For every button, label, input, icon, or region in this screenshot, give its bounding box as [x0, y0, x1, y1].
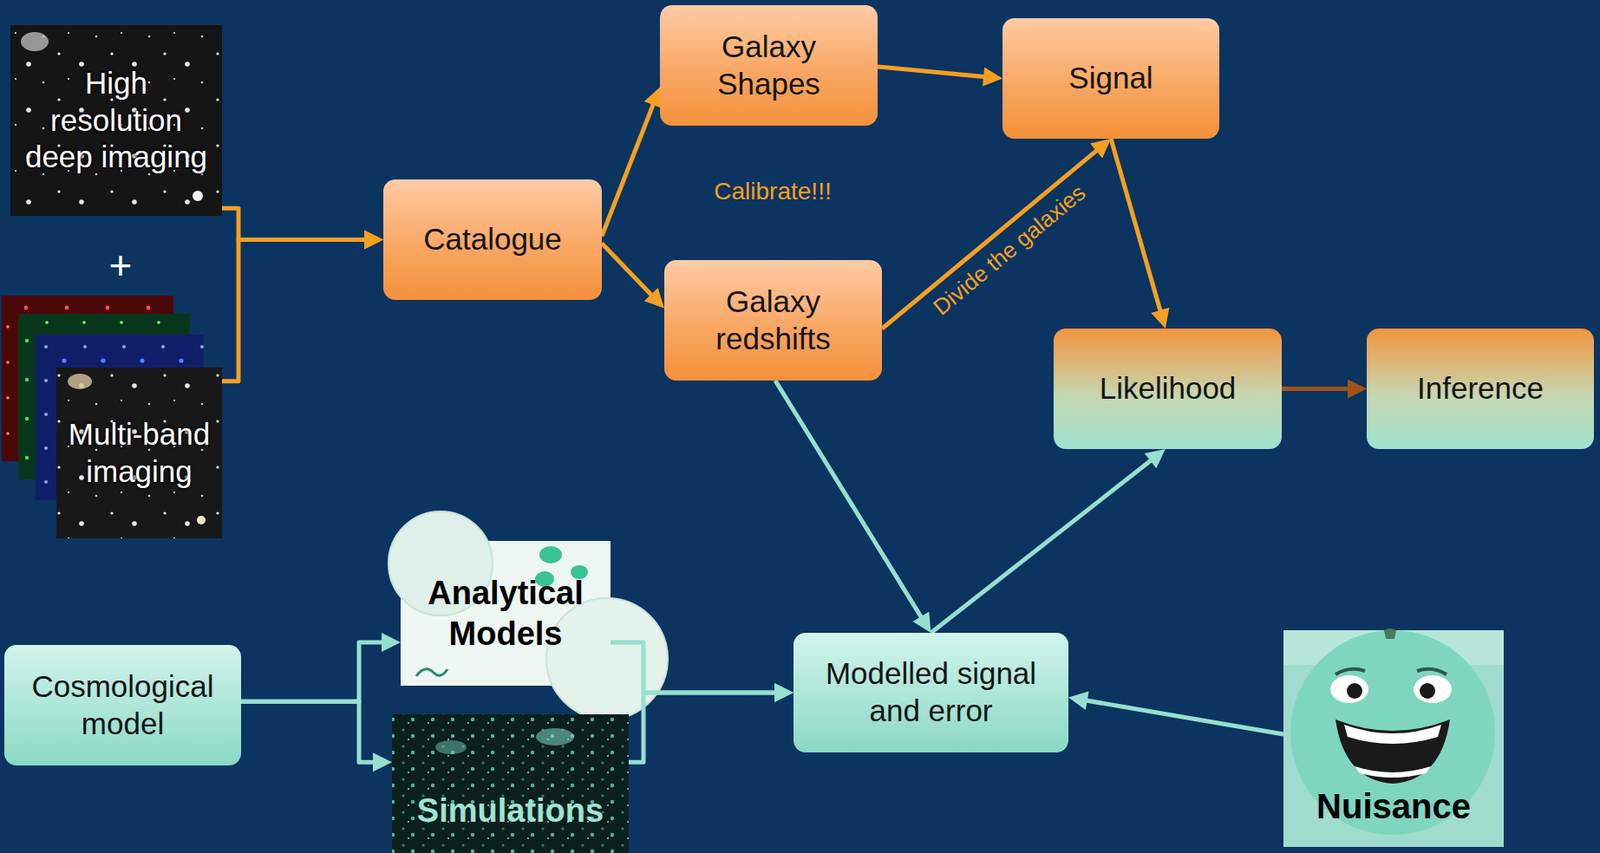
model-box: Cosmological model	[4, 645, 242, 766]
teeth	[1354, 766, 1431, 778]
arrow-head	[1068, 691, 1090, 711]
nuisance-stem	[1384, 628, 1397, 640]
annotation: Calibrate!!!	[713, 177, 831, 206]
node-text: Simulations	[417, 790, 604, 831]
connector	[601, 102, 654, 236]
colour-image-stars	[56, 367, 223, 539]
connector	[1281, 386, 1351, 392]
arrow-head	[774, 683, 794, 703]
arrow-head	[774, 683, 794, 703]
nuisance-face	[1290, 630, 1496, 836]
annotation-text: Calibrate!!!	[713, 177, 831, 205]
connector	[881, 149, 1098, 329]
node-text: Analytical Models	[407, 573, 604, 654]
connector	[610, 642, 778, 693]
process-box: Galaxy redshifts	[664, 260, 882, 381]
node-text: Likelihood	[1099, 370, 1237, 408]
process-box: Signal	[1002, 18, 1220, 139]
model-panel: Analytical Models	[400, 541, 611, 686]
arrow-head	[364, 230, 384, 250]
arrow-head	[1150, 307, 1169, 329]
connector	[222, 208, 367, 240]
mouth	[1335, 719, 1450, 784]
brow	[1417, 669, 1447, 675]
arrow-head	[381, 633, 401, 653]
connector	[222, 240, 367, 382]
plus-sign: +	[109, 241, 133, 289]
pupil	[1419, 683, 1436, 699]
arrow-head	[372, 752, 392, 772]
arrow-head	[982, 66, 1003, 86]
node-text: Galaxy redshifts	[683, 283, 863, 358]
nuisance-image	[1283, 630, 1504, 848]
node-text: Cosmological model	[23, 668, 223, 743]
imaging-panel: High resolution deep imaging	[10, 25, 223, 216]
process-box: Inference	[1366, 328, 1594, 450]
simulation-particles	[391, 714, 629, 853]
connector	[1110, 138, 1162, 314]
connector	[628, 692, 778, 763]
nuisance-panel: Nuisance	[1283, 630, 1504, 848]
deep-image	[10, 25, 223, 216]
galaxy	[192, 190, 203, 202]
arrow-head	[1347, 379, 1367, 399]
node-text: Inference	[1417, 370, 1544, 408]
arrow-head	[644, 287, 665, 308]
halo-core	[539, 546, 562, 564]
plus-sign-text: +	[109, 242, 133, 288]
model-panel: Simulations	[391, 714, 629, 852]
colour-image	[56, 367, 223, 539]
deep-image-stars	[10, 25, 223, 216]
edge-label: Divide the galaxies	[927, 178, 1091, 320]
eye	[1330, 675, 1369, 704]
connector	[877, 66, 987, 78]
simulation-image	[391, 714, 629, 853]
halo	[546, 598, 668, 720]
node-text: Multi-band imaging	[61, 416, 217, 490]
node-text: Galaxy Shapes	[679, 28, 859, 103]
teeth	[1344, 724, 1442, 745]
node-text: Nuisance	[1316, 785, 1471, 829]
arrow-head	[1144, 449, 1166, 469]
process-box: Likelihood	[1053, 328, 1282, 450]
connector	[241, 642, 385, 702]
connector	[1084, 700, 1284, 735]
arrow-head	[913, 612, 932, 634]
node-text: Modelled signal and error	[812, 655, 1050, 730]
node-text: High resolution deep imaging	[17, 65, 216, 177]
model-box: Modelled signal and error	[793, 633, 1069, 753]
filament	[535, 728, 575, 746]
galaxy	[196, 515, 206, 525]
imaging-panel: Multi-band imaging	[56, 367, 223, 539]
eye	[1413, 675, 1452, 704]
halo-sketch	[416, 669, 448, 677]
process-box: Galaxy Shapes	[659, 5, 878, 126]
brow	[1335, 669, 1365, 675]
process-box: Catalogue	[383, 179, 602, 301]
arrow-head	[364, 230, 384, 250]
arrow-head	[1090, 138, 1111, 159]
connector	[775, 380, 923, 620]
galaxy	[20, 32, 49, 52]
galaxy	[67, 373, 92, 390]
pupil	[1346, 683, 1363, 699]
connector	[931, 459, 1153, 634]
node-text: Signal	[1068, 59, 1153, 98]
connector	[601, 243, 654, 297]
node-text: Catalogue	[423, 221, 562, 259]
edge-label-text: Divide the galaxies	[927, 178, 1091, 320]
connector	[241, 701, 376, 763]
filament	[435, 740, 467, 755]
